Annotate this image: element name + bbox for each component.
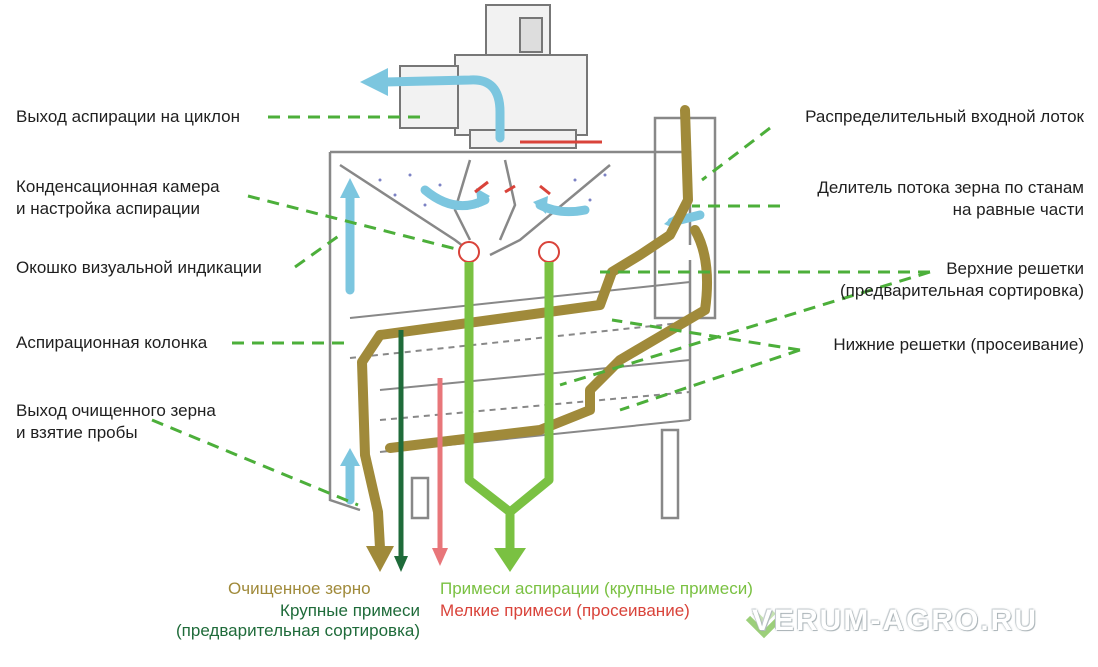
grain-arrowhead <box>366 546 394 572</box>
fine-impurities-flow <box>432 378 448 566</box>
aspiration-arrowhead <box>494 548 526 572</box>
watermark-text: VERUM-AGRO.RU <box>752 604 1038 637</box>
label-aspiration-outlet: Выход аспирации на циклон <box>16 107 240 126</box>
leader-lines <box>151 115 931 507</box>
aspiration-impurities-flow <box>464 262 554 550</box>
coarse-impurities-flow <box>394 330 408 572</box>
watermark-logo-icon <box>744 606 784 646</box>
label-cleaned-grain-outlet: Выход очищенного зерна и взятие пробы <box>16 401 216 442</box>
gauges <box>458 241 560 263</box>
label-flow-divider: Делитель потока зерна по станам на равны… <box>817 178 1084 219</box>
output-cleaned-grain: Очищенное зерно <box>228 579 371 598</box>
output-fine-impurities: Мелкие примеси (просеивание) <box>440 601 690 620</box>
label-aspiration-column: Аспирационная колонка <box>16 333 208 352</box>
aspiration-flaps <box>474 140 602 196</box>
dust-particles <box>378 173 607 212</box>
output-aspiration-impurities: Примеси аспирации (крупные примеси) <box>440 579 753 598</box>
label-inlet-tray: Распределительный входной лоток <box>805 107 1084 126</box>
grain-path <box>357 105 713 553</box>
output-coarse-impurities: Крупные примеси (предварительная сортиро… <box>176 601 420 640</box>
label-condensation-chamber: Конденсационная камера и настройка аспир… <box>16 177 220 218</box>
label-upper-sieves: Верхние решетки (предварительная сортиро… <box>840 259 1084 300</box>
label-lower-sieves: Нижние решетки (просеивание) <box>833 335 1084 354</box>
label-sight-window: Окошко визуальной индикации <box>16 258 262 277</box>
